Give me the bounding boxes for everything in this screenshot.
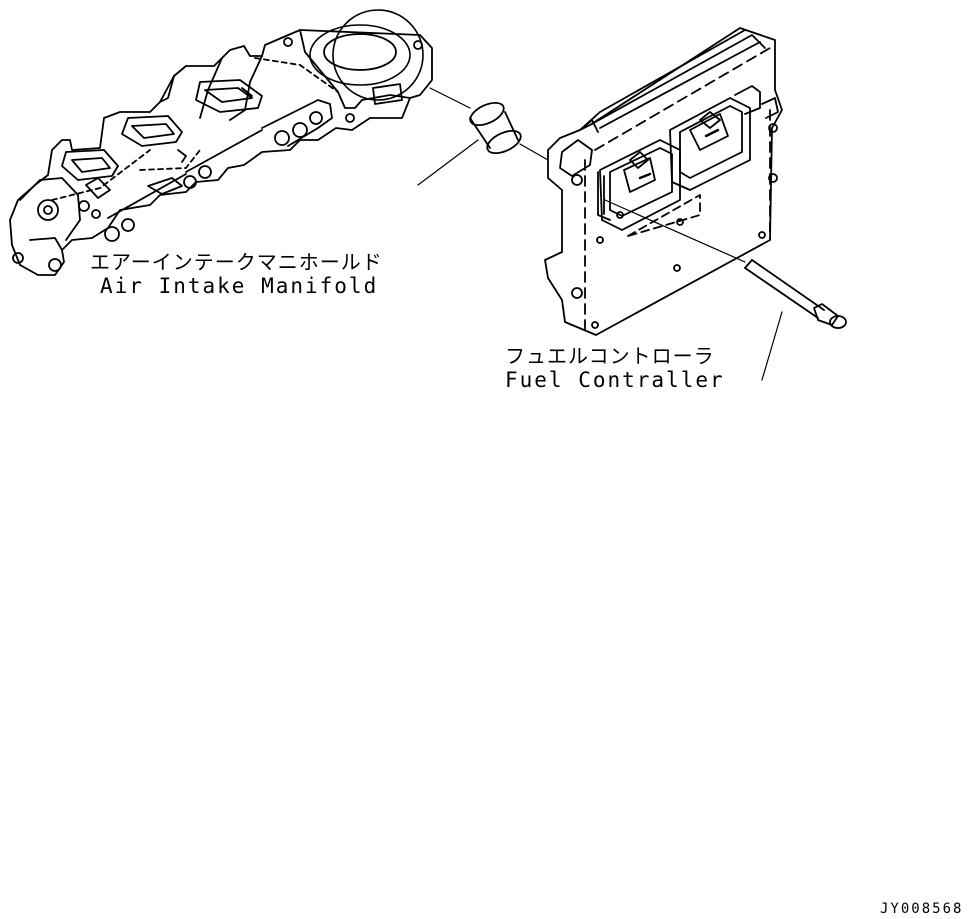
drawing-code: JY008568 [880, 901, 964, 917]
leader-lines [417, 87, 783, 381]
air-intake-manifold [9, 9, 433, 276]
air-intake-manifold-label-en: Air Intake Manifold [100, 274, 379, 298]
air-intake-manifold-label-jp: エアーインテークマニホールド [90, 250, 383, 274]
fuel-controller [544, 27, 783, 336]
mounting-bolt [744, 259, 847, 329]
spacer-collar [469, 101, 522, 155]
fuel-controller-label-en: Fuel Contraller [505, 368, 725, 392]
fuel-controller-label-jp: フュエルコントローラ [505, 344, 715, 368]
